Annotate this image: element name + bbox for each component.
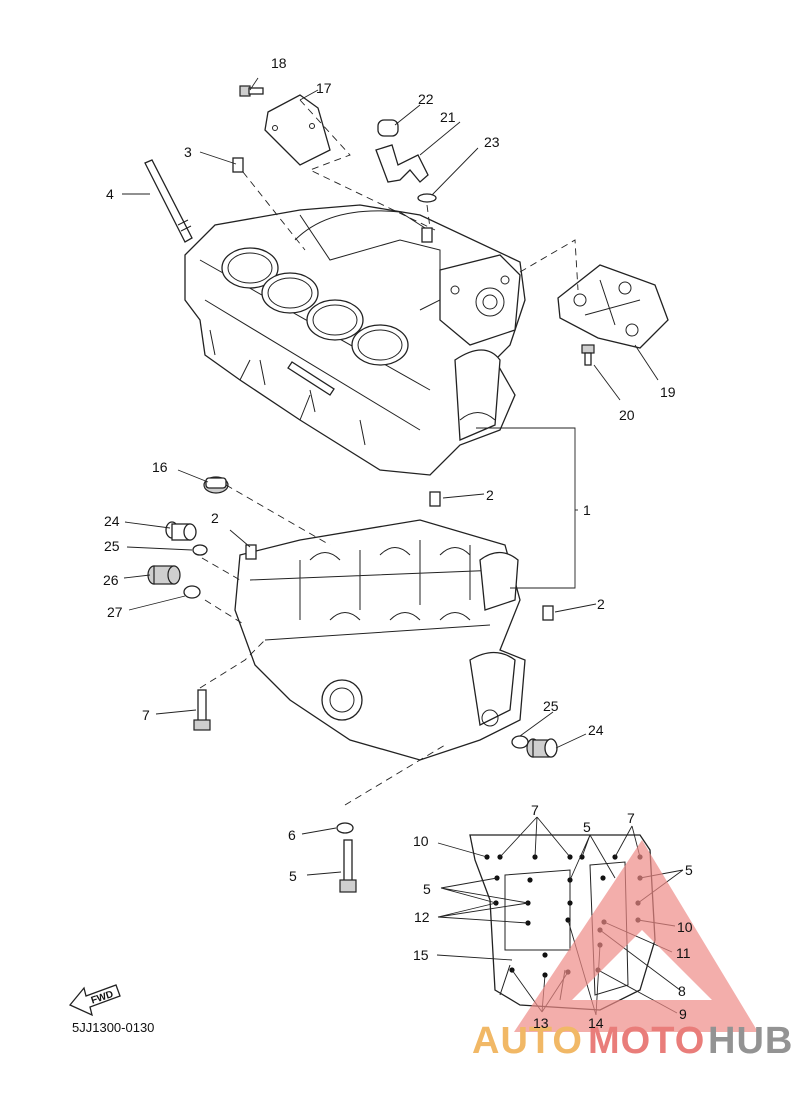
inset-callout-7b: 7 [627,810,635,826]
o-ring-27 [183,585,201,599]
inset-callout-10a: 10 [413,833,429,849]
callout-5: 5 [289,868,297,884]
bolt-18 [239,85,264,97]
inset-callout-11: 11 [676,945,691,961]
inset-callout-13: 13 [533,1015,549,1031]
plate-19 [557,264,669,349]
dowel-3 [232,157,244,173]
fwd-arrow-icon: FWD [68,984,121,1017]
watermark-text-hub: HUB [708,1020,793,1062]
plug-24-right [526,738,558,758]
washer-23 [417,193,437,203]
dowel-2b [245,544,257,560]
diagram-code: 5JJ1300-0130 [72,1020,154,1035]
inset-callout-5a: 5 [583,819,591,835]
stud-4 [144,159,193,243]
watermark-logo: AUTO MOTO HUB [472,840,793,1062]
inset-callout-9: 9 [679,1006,687,1022]
dowel-2a [429,491,441,507]
callout-22: 22 [418,91,434,107]
inset-callout-5c: 5 [685,862,693,878]
watermark-triangle [514,840,758,1032]
callout-19: 19 [660,384,676,400]
callout-24-left: 24 [104,513,120,529]
cover-17 [264,94,331,166]
inset-callout-14: 14 [588,1015,604,1031]
lower-crankcase [234,519,526,761]
callout-6: 6 [288,827,296,843]
callout-numbers: 18 17 22 21 23 3 4 19 20 16 2 1 2 24 25 … [103,55,676,884]
inset-callout-15: 15 [413,947,429,963]
watermark-text-moto: MOTO [588,1020,705,1062]
callout-4: 4 [106,186,114,202]
callout-16: 16 [152,459,168,475]
plug-24-left [165,521,197,541]
hose-21 [375,144,429,183]
watermark-text-auto: AUTO [472,1020,583,1062]
callout-1: 1 [583,502,591,518]
bolt-7 [193,689,211,731]
callout-3: 3 [184,144,192,160]
callout-2b: 2 [211,510,219,526]
inset-callout-5b: 5 [423,881,431,897]
washer-6 [336,822,354,834]
inset-callout-12: 12 [414,909,430,925]
callout-2a: 2 [486,487,494,503]
inset-callout-numbers: 7 7 5 10 5 5 12 10 11 15 8 9 13 14 [413,802,693,1031]
inset-callout-8: 8 [678,983,686,999]
cylinder-bores [221,247,409,366]
callout-25-left: 25 [104,538,120,554]
leader-lines [122,77,659,876]
callout-24-right: 24 [588,722,604,738]
upper-crankcase [184,204,526,476]
o-ring-25-right [511,735,529,749]
callout-23: 23 [484,134,500,150]
callout-17: 17 [316,80,332,96]
callout-26: 26 [103,572,119,588]
callout-20: 20 [619,407,635,423]
bolt-20 [581,344,595,366]
o-ring-25-left [192,544,208,556]
plug-16 [203,476,229,494]
callout-21: 21 [440,109,456,125]
dowel-2c [542,605,554,621]
fwd-label: FWD [90,989,115,1007]
plug-26 [147,565,181,585]
callout-27: 27 [107,604,123,620]
callout-2c: 2 [597,596,605,612]
clamp-22 [377,119,399,137]
callout-7: 7 [142,707,150,723]
callout-25-right: 25 [543,698,559,714]
inset-callout-10b: 10 [677,919,693,935]
callout-18: 18 [271,55,287,71]
bolt-pattern-inset [436,816,684,1016]
inset-callout-7a: 7 [531,802,539,818]
bolt-5 [339,839,357,893]
